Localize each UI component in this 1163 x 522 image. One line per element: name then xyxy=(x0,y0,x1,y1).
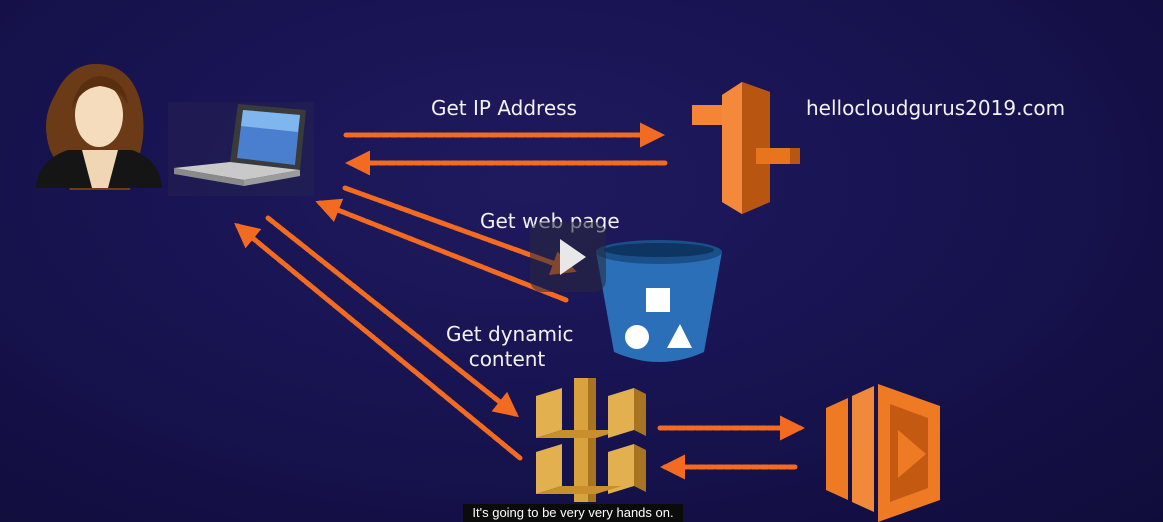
route53-dns-icon xyxy=(692,82,800,214)
get-dynamic-label-line1: Get dynamic xyxy=(446,322,574,346)
user-avatar-icon xyxy=(36,63,162,190)
s3-bucket-icon xyxy=(596,240,722,362)
get-dynamic-label-line2: content xyxy=(468,347,546,371)
arrow-to-api xyxy=(265,215,519,418)
lambda-function-icon xyxy=(826,384,940,522)
laptop-icon xyxy=(168,102,314,196)
arrow-from-api xyxy=(234,222,523,461)
arrow-from-s3 xyxy=(315,198,569,303)
play-icon xyxy=(560,239,586,275)
get-ip-label: Get IP Address xyxy=(431,96,577,120)
play-button[interactable] xyxy=(530,222,606,292)
video-caption: It's going to be very very hands on. xyxy=(463,504,683,522)
domain-label: hellocloudgurus2019.com xyxy=(806,96,1066,120)
api-gateway-icon xyxy=(536,378,646,502)
